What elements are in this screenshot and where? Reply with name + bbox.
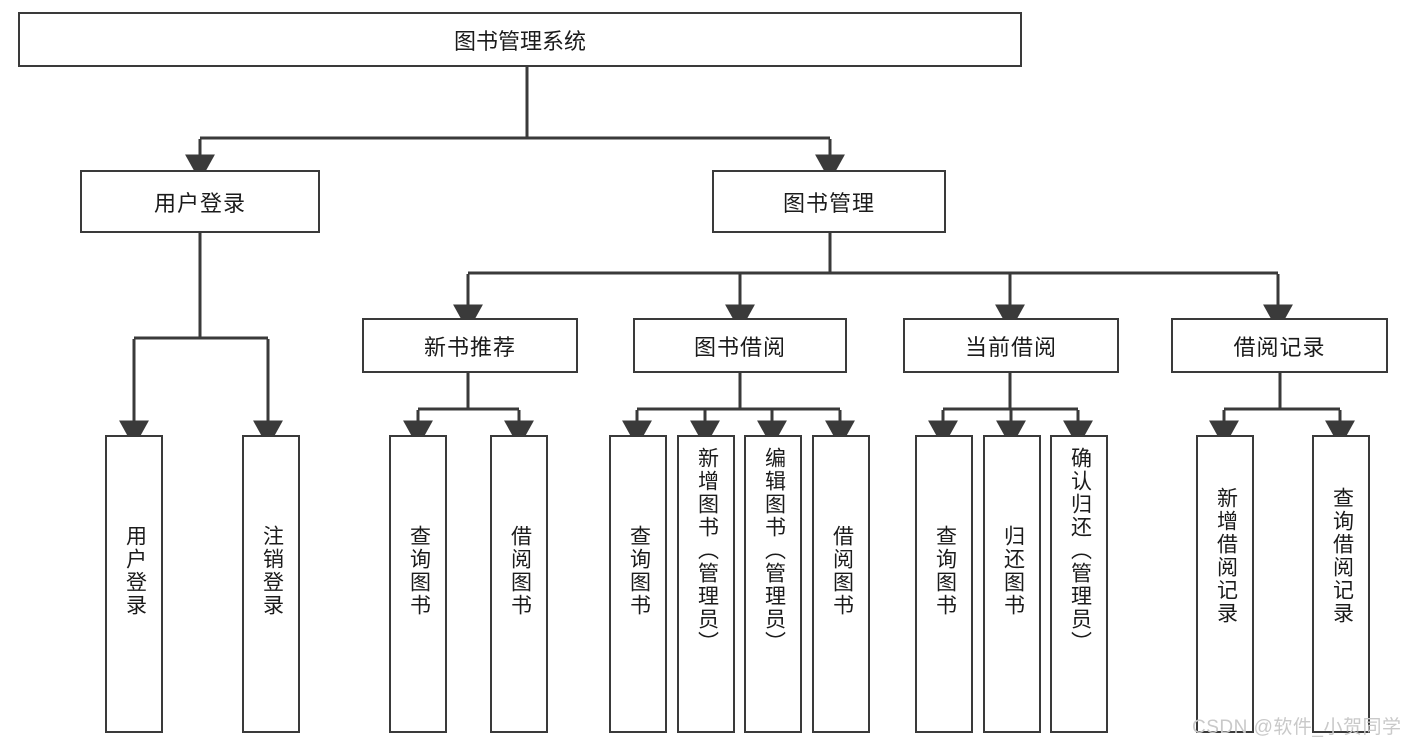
leaf-label: 查询图书 [407,525,431,617]
leaf-borrow-book-recommend[interactable]: 借阅图书 [490,435,548,733]
node-label: 图书借阅 [693,334,786,360]
watermark: CSDN @软件_小贺同学 [1192,717,1402,738]
leaf-label: 确认归还（管理员） [1068,447,1092,654]
leaf-add-borrow-record[interactable]: 新增借阅记录 [1196,435,1254,733]
leaf-edit-book-admin[interactable]: 编辑图书（管理员） [744,435,802,733]
leaf-label: 新增图书（管理员） [695,447,719,654]
node-label: 图书管理系统 [453,28,586,54]
node-book-borrow[interactable]: 图书借阅 [633,318,847,373]
node-label: 用户登录 [153,190,246,216]
leaf-label: 用户登录 [123,525,147,617]
node-label: 新书推荐 [423,334,516,360]
leaf-query-book-current[interactable]: 查询图书 [915,435,973,733]
leaf-user-login[interactable]: 用户登录 [105,435,163,733]
node-borrow-record[interactable]: 借阅记录 [1171,318,1388,373]
leaf-label: 查询借阅记录 [1330,487,1354,625]
node-label: 当前借阅 [964,334,1057,360]
leaf-borrow-book[interactable]: 借阅图书 [812,435,870,733]
leaf-label: 查询图书 [627,525,651,617]
leaf-add-book-admin[interactable]: 新增图书（管理员） [677,435,735,733]
node-label: 借阅记录 [1233,334,1326,360]
leaf-label: 借阅图书 [508,525,532,617]
leaf-confirm-return-admin[interactable]: 确认归还（管理员） [1050,435,1108,733]
leaf-label: 借阅图书 [830,525,854,617]
leaf-query-book-recommend[interactable]: 查询图书 [389,435,447,733]
node-root-system[interactable]: 图书管理系统 [18,12,1022,67]
node-current-borrow[interactable]: 当前借阅 [903,318,1119,373]
leaf-label: 查询图书 [933,525,957,617]
leaf-label: 新增借阅记录 [1214,487,1238,625]
node-book-management[interactable]: 图书管理 [712,170,946,233]
leaf-return-book[interactable]: 归还图书 [983,435,1041,733]
leaf-query-book-borrow[interactable]: 查询图书 [609,435,667,733]
leaf-label: 注销登录 [260,525,284,617]
leaf-label: 归还图书 [1001,525,1025,617]
leaf-query-borrow-record[interactable]: 查询借阅记录 [1312,435,1370,733]
leaf-label: 编辑图书（管理员） [762,447,786,654]
node-new-book-recommend[interactable]: 新书推荐 [362,318,578,373]
node-user-login[interactable]: 用户登录 [80,170,320,233]
node-label: 图书管理 [782,190,875,216]
leaf-logout[interactable]: 注销登录 [242,435,300,733]
